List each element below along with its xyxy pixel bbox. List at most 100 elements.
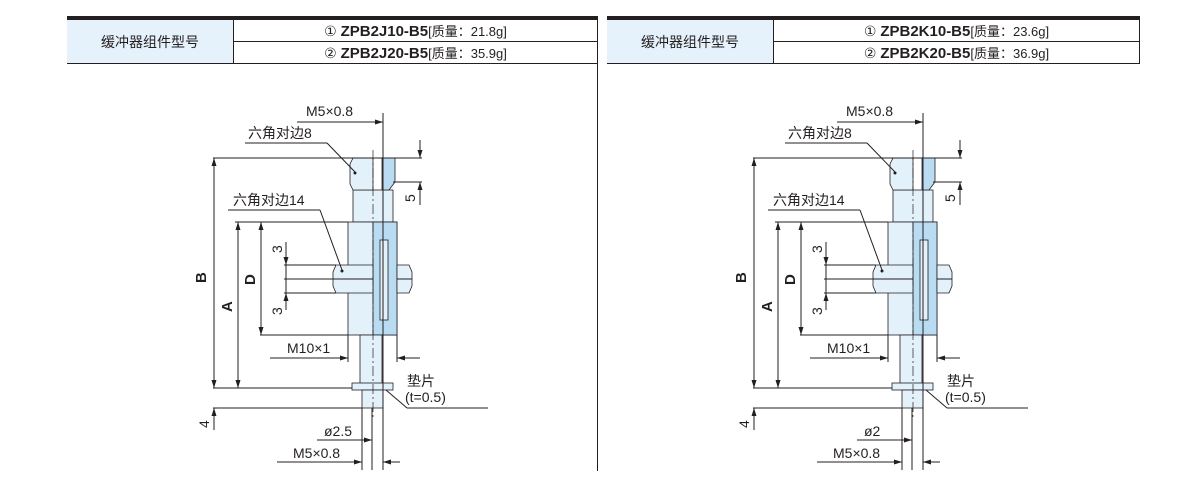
dim-4-label: 4 xyxy=(736,420,752,428)
leader-dot xyxy=(893,171,897,175)
arrow-head xyxy=(904,437,912,443)
leader-dot xyxy=(353,171,357,175)
mass-label: [质量：36.9g] xyxy=(970,46,1050,61)
arrow-head xyxy=(775,222,781,230)
model-row-2: ② ZPB2K20-B5[质量：36.9g] xyxy=(773,41,1140,64)
hex-large-label: 六角对边14 xyxy=(233,192,305,208)
arrow-head xyxy=(957,182,963,190)
dim-a-label: A xyxy=(219,301,236,312)
row-number: ① xyxy=(324,23,337,39)
row-number: ② xyxy=(324,45,337,61)
arrow-head xyxy=(375,119,383,125)
piston-rod xyxy=(379,239,389,321)
model-number: ZPB2J20-B5 xyxy=(340,45,429,62)
model-row-1: ① ZPB2J10-B5[质量：21.8g] xyxy=(233,19,598,42)
arrow-head xyxy=(751,408,757,416)
model-number: ZPB2K20-B5 xyxy=(880,45,971,62)
arrow-head xyxy=(383,459,391,465)
hex-large-label: 六角对边14 xyxy=(773,192,845,208)
hex-small-label: 六角对边8 xyxy=(788,125,852,141)
arrow-head xyxy=(354,459,362,465)
top-hex-nut-right xyxy=(921,157,936,191)
mass-label: [质量：21.8g] xyxy=(428,24,507,39)
arrow-head xyxy=(397,355,405,361)
body-thread-label: M10×1 xyxy=(827,340,870,356)
dim-3-label: 3 xyxy=(809,307,825,315)
arrow-head xyxy=(283,293,289,301)
mass-label: [质量：35.9g] xyxy=(428,46,507,61)
dim-5-label: 5 xyxy=(942,194,958,202)
arrow-head xyxy=(894,459,902,465)
washer xyxy=(351,382,394,391)
mass-label: [质量：23.6g] xyxy=(970,24,1050,39)
arrow-head xyxy=(258,222,264,230)
arrow-head xyxy=(775,380,781,388)
body-thread-label: M10×1 xyxy=(287,340,330,356)
model-number: ZPB2J10-B5 xyxy=(340,23,429,40)
bottom-thread-label: M5×0.8 xyxy=(833,445,880,461)
dim-b-label: B xyxy=(193,272,210,283)
arrow-head xyxy=(751,158,757,166)
model-row-1: ① ZPB2K10-B5[质量：23.6g] xyxy=(773,19,1140,42)
leader-line xyxy=(859,209,883,271)
top-thread-label: M5×0.8 xyxy=(306,103,353,119)
arrow-head xyxy=(417,182,423,190)
arrow-head xyxy=(823,293,829,301)
dim-a-label: A xyxy=(759,301,776,312)
dim-b-label: B xyxy=(733,272,750,283)
stem-lower xyxy=(899,334,923,386)
top-thread-label: M5×0.8 xyxy=(846,103,893,119)
spec-table-left: 缓冲器组件型号 ① ZPB2J10-B5[质量：21.8g] ② ZPB2J20… xyxy=(67,19,598,64)
bore-diameter-label: ø2.5 xyxy=(324,423,352,439)
arrow-head xyxy=(751,380,757,388)
stem-lower xyxy=(359,334,383,386)
top-hex-nut-right xyxy=(381,157,396,191)
bottom-thread-label: M5×0.8 xyxy=(293,445,340,461)
leader-line xyxy=(385,389,408,409)
model-row-2: ② ZPB2J20-B5[质量：35.9g] xyxy=(233,41,598,64)
top-hex-nut xyxy=(889,157,914,191)
arrow-head xyxy=(915,119,923,125)
piston-rod xyxy=(919,239,929,321)
arrow-head xyxy=(417,150,423,158)
leader-dot xyxy=(340,269,344,273)
dim-4-label: 4 xyxy=(196,420,212,428)
top-rule-right xyxy=(607,16,1140,19)
washer-label: 垫片 xyxy=(407,373,435,389)
spec-table-right: 缓冲器组件型号 ① ZPB2K10-B5[质量：23.6g] ② ZPB2K20… xyxy=(607,19,1140,64)
leader-dot xyxy=(880,269,884,273)
hex-small-label: 六角对边8 xyxy=(248,125,312,141)
bore-diameter-label: ø2 xyxy=(864,423,881,439)
arrow-head xyxy=(823,257,829,265)
header-cell: 缓冲器组件型号 xyxy=(607,19,774,64)
arrow-head xyxy=(211,380,217,388)
washer-thickness-label: (t=0.5) xyxy=(405,389,446,405)
arrow-head xyxy=(340,355,348,361)
panel-divider xyxy=(597,19,598,471)
arrow-head xyxy=(798,222,804,230)
washer xyxy=(891,382,934,391)
arrow-head xyxy=(364,437,372,443)
row-number: ② xyxy=(863,45,877,61)
arrow-head xyxy=(923,459,931,465)
leader-line xyxy=(319,209,343,271)
washer-thickness-label: (t=0.5) xyxy=(945,389,986,405)
dim-d-label: D xyxy=(782,274,799,285)
arrow-head xyxy=(258,327,264,335)
arrow-head xyxy=(235,222,241,230)
row-number: ① xyxy=(863,23,877,39)
washer-label: 垫片 xyxy=(947,373,975,389)
arrow-head xyxy=(880,355,888,361)
arrow-head xyxy=(798,327,804,335)
top-hex-nut xyxy=(349,157,374,191)
arrow-head xyxy=(937,355,945,361)
dim-3-label: 3 xyxy=(269,307,285,315)
bottom-thread xyxy=(901,389,924,409)
dim-3-label: 3 xyxy=(269,245,285,253)
header-cell: 缓冲器组件型号 xyxy=(67,19,234,64)
arrow-head xyxy=(211,408,217,416)
dim-3-label: 3 xyxy=(809,245,825,253)
